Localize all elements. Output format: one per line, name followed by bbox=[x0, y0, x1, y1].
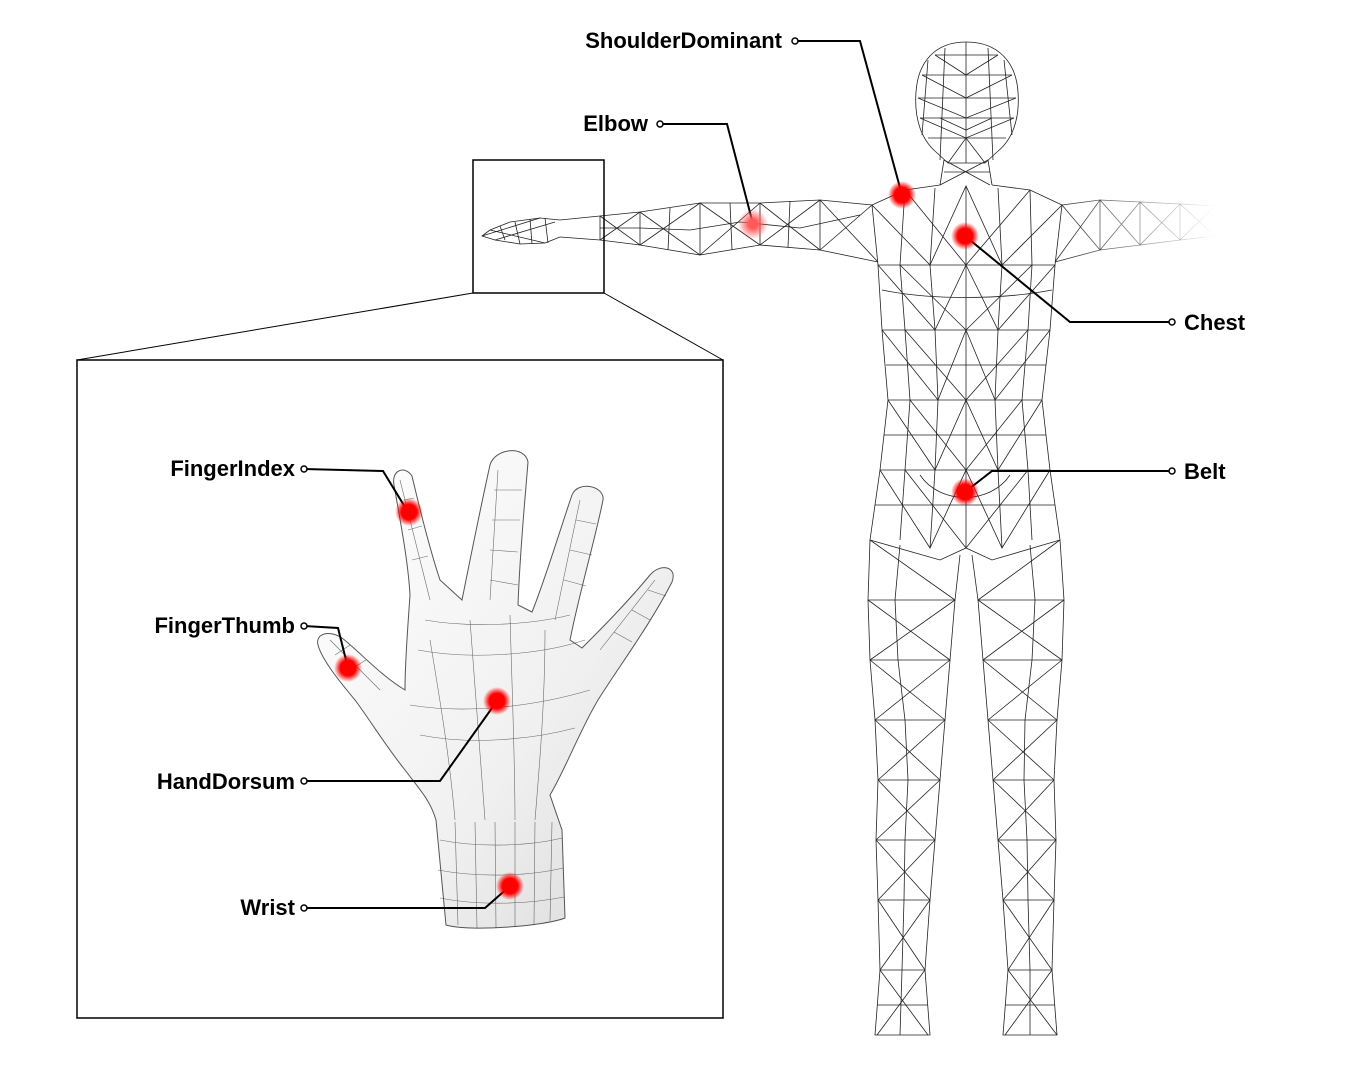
marker-elbow bbox=[738, 209, 768, 239]
zoom-source-box bbox=[472, 159, 605, 294]
label-elbow: Elbow bbox=[583, 111, 648, 136]
leader-finger-index bbox=[303, 468, 409, 513]
leader-endpoints bbox=[300, 37, 1176, 912]
marker-chest bbox=[951, 222, 979, 250]
marker-shoulder bbox=[888, 181, 916, 209]
wireframe-body bbox=[482, 42, 1215, 1035]
endpoint-hand-dorsum bbox=[300, 777, 308, 785]
label-shoulder-dominant: ShoulderDominant bbox=[585, 28, 782, 53]
leader-shoulder bbox=[795, 40, 903, 196]
marker-finger-thumb bbox=[334, 654, 362, 682]
marker-hand-dorsum bbox=[483, 687, 511, 715]
marker-finger-index bbox=[395, 498, 423, 526]
label-finger-index: FingerIndex bbox=[170, 456, 295, 481]
endpoint-finger-index bbox=[300, 465, 308, 473]
label-finger-thumb: FingerThumb bbox=[154, 613, 295, 638]
leader-elbow bbox=[660, 123, 754, 225]
endpoint-wrist bbox=[300, 904, 308, 912]
leader-hand-dorsum bbox=[304, 700, 498, 782]
marker-belt bbox=[951, 478, 979, 506]
zoom-connector-right bbox=[603, 292, 724, 361]
marker-wrist bbox=[496, 872, 524, 900]
label-belt: Belt bbox=[1184, 459, 1226, 484]
label-chest: Chest bbox=[1184, 310, 1246, 335]
label-hand-dorsum: HandDorsum bbox=[156, 769, 295, 794]
hand-mesh-lines bbox=[329, 469, 667, 929]
label-wrist: Wrist bbox=[240, 895, 295, 920]
endpoint-chest bbox=[1168, 318, 1176, 326]
endpoint-finger-thumb bbox=[300, 622, 308, 630]
endpoint-belt bbox=[1168, 467, 1176, 475]
sensor-markers bbox=[334, 181, 979, 900]
zoom-connector-left bbox=[76, 292, 474, 361]
leader-chest bbox=[964, 235, 1172, 323]
endpoint-elbow bbox=[656, 120, 664, 128]
endpoint-shoulder bbox=[791, 37, 799, 45]
zoom-inset-frame bbox=[76, 359, 724, 1019]
zoom-callout bbox=[76, 159, 724, 1019]
